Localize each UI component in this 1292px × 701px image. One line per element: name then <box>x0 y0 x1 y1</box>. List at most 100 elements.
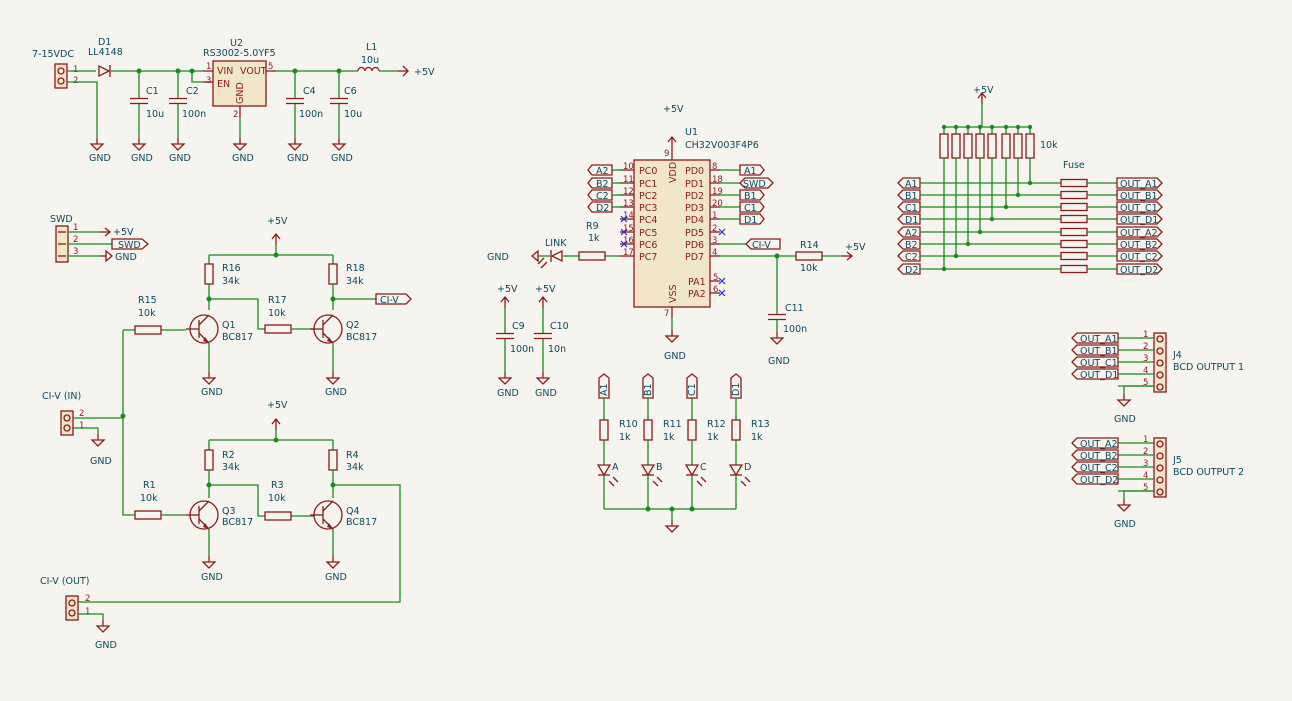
svg-text:GND: GND <box>89 153 111 164</box>
svg-text:10k: 10k <box>1040 140 1058 151</box>
svg-text:OUT_A1: OUT_A1 <box>1080 334 1118 345</box>
svg-text:1k: 1k <box>588 233 600 244</box>
svg-text:7: 7 <box>664 309 669 319</box>
transistor-q1 <box>185 314 219 344</box>
svg-text:CI-V: CI-V <box>380 295 399 306</box>
svg-text:Q3: Q3 <box>222 506 236 517</box>
svg-text:34k: 34k <box>346 276 364 287</box>
svg-text:GND: GND <box>201 572 223 583</box>
svg-text:C2: C2 <box>186 86 199 97</box>
svg-text:GND: GND <box>131 153 153 164</box>
svg-text:10n: 10n <box>548 344 566 355</box>
svg-text:B: B <box>656 462 663 473</box>
svg-text:CI-V (OUT): CI-V (OUT) <box>40 576 89 587</box>
svg-text:OUT_D2: OUT_D2 <box>1080 475 1118 486</box>
svg-text:+5V: +5V <box>497 284 518 295</box>
svg-text:+5V: +5V <box>113 227 134 238</box>
svg-text:10u: 10u <box>361 55 379 66</box>
mcu-pin-pc1: PC1 <box>639 179 657 190</box>
mcu-left-flags: A2 B2 C2 D2 <box>587 164 628 248</box>
mcu-pin-num: 12 <box>623 187 634 197</box>
svg-text:5: 5 <box>268 62 273 72</box>
mcu-pin-pc7: PC7 <box>639 252 657 263</box>
svg-text:2: 2 <box>1143 342 1148 352</box>
svg-text:R9: R9 <box>586 221 599 232</box>
svg-text:4: 4 <box>1143 471 1148 481</box>
svg-text:OUT_C1: OUT_C1 <box>1120 203 1158 214</box>
bcd-connectors: J4 BCD OUTPUT 1 J5 BCD OUTPUT 2 1OUT_A12… <box>1071 330 1244 530</box>
mcu-pin-num: 18 <box>712 175 723 185</box>
svg-text:+5V: +5V <box>663 104 684 115</box>
svg-text:100n: 100n <box>783 324 807 335</box>
svg-text:LINK: LINK <box>545 238 567 249</box>
mcu-pin-pd1: PD1 <box>685 179 704 190</box>
mcu-pin-num: 1 <box>712 211 717 221</box>
svg-text:OUT_B2: OUT_B2 <box>1120 240 1158 251</box>
mcu-pin-pa2: PA2 <box>688 289 706 300</box>
svg-text:B1: B1 <box>744 191 757 202</box>
mcu-pin-pd2: PD2 <box>685 191 704 202</box>
svg-text:Q4: Q4 <box>346 506 360 517</box>
svg-text:GND: GND <box>115 252 137 263</box>
svg-text:RS3002-5.0YF5: RS3002-5.0YF5 <box>203 48 276 59</box>
svg-text:C10: C10 <box>550 321 569 332</box>
svg-text:1: 1 <box>79 421 84 431</box>
svg-text:C4: C4 <box>303 86 316 97</box>
svg-text:OUT_D2: OUT_D2 <box>1120 265 1158 276</box>
svg-text:GND: GND <box>325 387 347 398</box>
svg-text:BC817: BC817 <box>222 517 253 528</box>
svg-text:GND: GND <box>331 153 353 164</box>
svg-text:A1: A1 <box>599 383 610 396</box>
mcu-pin-pd7: PD7 <box>685 252 704 263</box>
svg-text:3: 3 <box>1143 354 1148 364</box>
svg-text:10k: 10k <box>268 493 286 504</box>
pullup-resistor <box>963 133 973 159</box>
mcu-pin-pd0: PD0 <box>685 166 704 177</box>
svg-text:BCD OUTPUT 2: BCD OUTPUT 2 <box>1173 467 1244 478</box>
svg-text:D: D <box>744 462 751 473</box>
svg-text:1: 1 <box>73 223 78 233</box>
svg-text:GND: GND <box>201 387 223 398</box>
civ-out-connector <box>65 595 79 621</box>
svg-text:C1: C1 <box>687 383 698 396</box>
svg-text:J4: J4 <box>1172 350 1182 361</box>
mcu-pin-num: 10 <box>623 162 634 172</box>
svg-text:GND: GND <box>487 252 509 263</box>
svg-text:SWD: SWD <box>50 214 73 225</box>
svg-text:OUT_A2: OUT_A2 <box>1120 228 1158 239</box>
svg-text:GND: GND <box>1114 519 1136 530</box>
svg-text:R18: R18 <box>346 263 365 274</box>
svg-text:+5V: +5V <box>267 216 288 227</box>
fuse <box>1060 227 1088 237</box>
svg-text:VIN: VIN <box>217 66 233 77</box>
svg-text:R1: R1 <box>143 480 156 491</box>
pullup-resistor <box>1001 133 1011 159</box>
svg-text:R11: R11 <box>663 419 682 430</box>
fuse <box>1060 190 1088 200</box>
svg-text:CI-V (IN): CI-V (IN) <box>42 391 81 402</box>
svg-text:GND: GND <box>768 356 790 367</box>
svg-text:100n: 100n <box>510 344 534 355</box>
transistor-q4 <box>309 500 343 530</box>
svg-text:VDD: VDD <box>668 162 679 183</box>
mcu-pin-pd4: PD4 <box>685 215 704 226</box>
svg-text:SWD: SWD <box>118 240 141 251</box>
mcu-pin-num: 16 <box>623 236 634 246</box>
svg-text:2: 2 <box>1143 447 1148 457</box>
pullup-resistor <box>1025 133 1035 159</box>
svg-text:CI-V: CI-V <box>752 240 771 251</box>
svg-text:GND: GND <box>1114 414 1136 425</box>
svg-text:+5V: +5V <box>845 242 866 253</box>
svg-text:OUT_B2: OUT_B2 <box>1080 451 1118 462</box>
transistor-q3 <box>185 500 219 530</box>
svg-text:C1: C1 <box>146 86 159 97</box>
svg-text:GND: GND <box>664 351 686 362</box>
svg-text:R16: R16 <box>222 263 241 274</box>
